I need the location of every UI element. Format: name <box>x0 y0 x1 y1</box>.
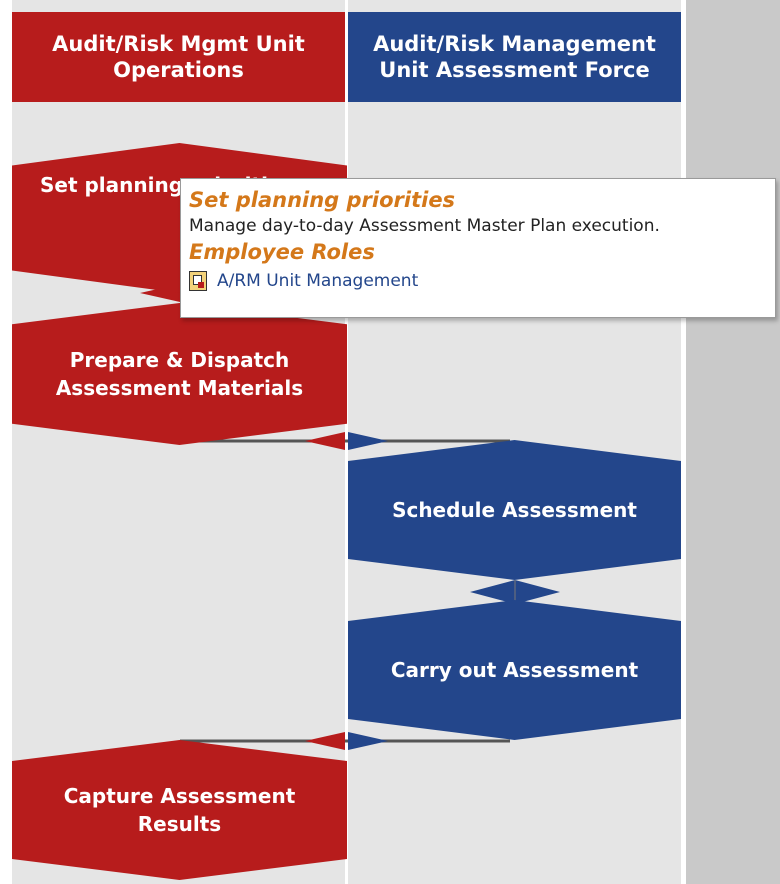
role-document-icon <box>189 271 207 291</box>
lane-header-assessment-force: Audit/Risk Management Unit Assessment Fo… <box>348 12 681 102</box>
tooltip-roles-heading: Employee Roles <box>189 240 375 264</box>
step-tooltip: Set planning priorities Manage day-to-da… <box>180 178 776 318</box>
tooltip-role-row[interactable]: A/RM Unit Management <box>189 269 767 293</box>
side-panel-background <box>686 0 780 884</box>
tooltip-description: Manage day-to-day Assessment Master Plan… <box>189 216 660 236</box>
step-carry-out-assessment[interactable]: Carry out Assessment <box>348 600 681 740</box>
tooltip-title: Set planning priorities <box>189 188 456 212</box>
role-link[interactable]: A/RM Unit Management <box>217 271 419 291</box>
step-schedule-assessment[interactable]: Schedule Assessment <box>348 440 681 580</box>
step-prepare-dispatch-materials[interactable]: Prepare & Dispatch Assessment Materials <box>12 303 347 445</box>
step-capture-assessment-results[interactable]: Capture Assessment Results <box>12 740 347 880</box>
lane-header-operations: Audit/Risk Mgmt Unit Operations <box>12 12 345 102</box>
